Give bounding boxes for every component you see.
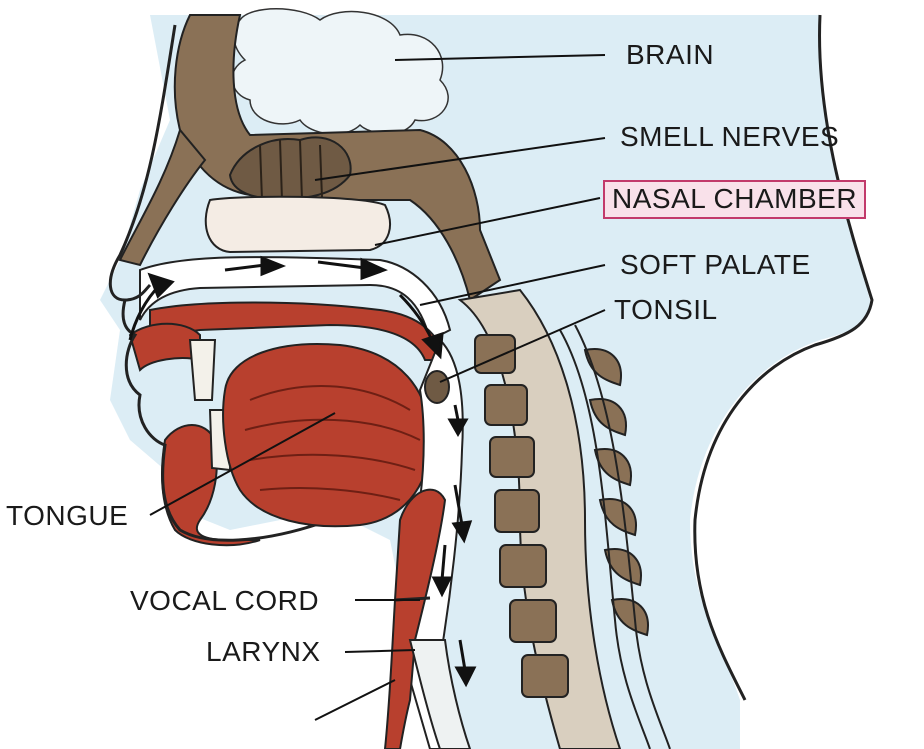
larynx-structure — [383, 488, 447, 749]
label-tongue: TONGUE — [6, 500, 129, 531]
vertebrae — [474, 334, 569, 698]
leader-lines — [149, 54, 606, 721]
tonsil-shape — [424, 370, 450, 404]
label-vocal-cord: VOCAL CORD — [130, 585, 320, 616]
trachea — [408, 639, 472, 749]
label-brain: BRAIN — [626, 39, 715, 70]
label-soft-palate: SOFT PALATE — [620, 249, 811, 280]
airflow-arrows — [128, 255, 477, 688]
face-front-outline — [121, 299, 331, 542]
tongue-shape — [222, 343, 432, 528]
nasal-chamber-shape — [204, 195, 391, 254]
nasal-airway — [139, 256, 452, 342]
brain-shape — [231, 8, 449, 135]
spinal-cord-lines — [559, 324, 671, 749]
label-nasal-chamber: NASAL CHAMBER — [603, 180, 867, 219]
nasal-bone — [118, 127, 207, 267]
smell-nerve-lines — [259, 139, 323, 201]
label-tonsil: TONSIL — [614, 294, 718, 325]
label-larynx: LARYNX — [206, 636, 321, 667]
upper-teeth — [188, 339, 217, 401]
label-smell-nerves: SMELL NERVES — [620, 121, 840, 152]
tongue-muscle-lines — [244, 385, 421, 501]
nose-outline — [108, 24, 177, 302]
